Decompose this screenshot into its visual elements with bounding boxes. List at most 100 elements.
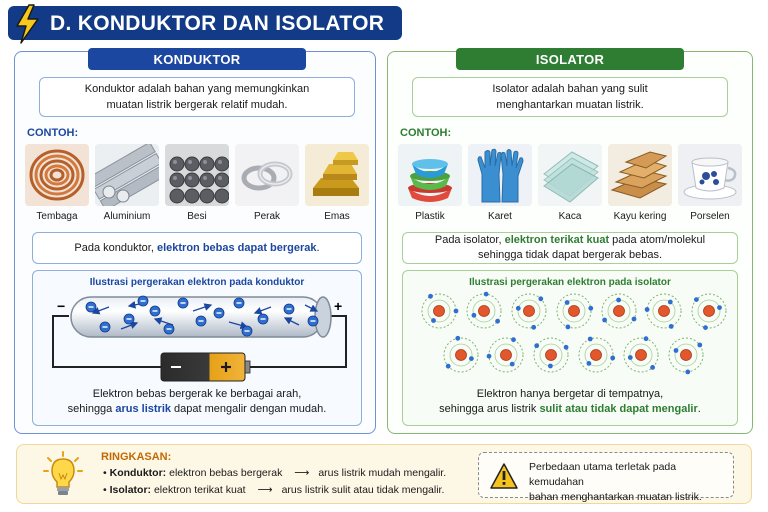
example-label: Aluminium (103, 211, 151, 222)
bound-electron (445, 363, 451, 369)
example-label: Kaca (558, 211, 582, 222)
bound-electron (667, 299, 673, 305)
isolator-illustration: Ilustrasi pergerakan elektron pada isola… (402, 270, 738, 426)
bound-electron (509, 361, 515, 367)
bound-electron (631, 316, 637, 322)
example-label: Kayu kering (613, 211, 667, 222)
bound-electron-atoms-diagram (421, 291, 727, 375)
example-perak: Perak (235, 144, 299, 222)
example-porselen: Porselen (678, 144, 742, 222)
nucleus (568, 305, 580, 317)
isolator-panel: ISOLATOR Isolator adalah bahan yang suli… (387, 48, 753, 434)
nucleus (545, 349, 557, 361)
konduktor-heading: KONDUKTOR (88, 48, 306, 70)
title-banner: D. KONDUKTOR DAN ISOLATOR (8, 4, 402, 44)
bound-electron (471, 312, 477, 318)
nucleus (680, 349, 692, 361)
bound-electron (495, 318, 500, 324)
summary-item-konduktor: • Konduktor: elektron bebas bergerak ⟶ar… (103, 467, 447, 479)
nucleus (478, 305, 490, 317)
bound-electron (587, 336, 593, 342)
example-besi: Besi (165, 144, 229, 222)
bound-electron (469, 356, 474, 361)
konduktor-examples: Tembaga Aluminium (25, 144, 369, 222)
isolator-illustration-caption: Elektron hanya bergetar di tempatnya, se… (439, 388, 701, 415)
bound-electron (643, 336, 649, 342)
arrow-icon: ⟶ (257, 484, 273, 496)
porcelain-cup-image (678, 144, 742, 206)
nucleus (590, 349, 602, 361)
example-kaca: Kaca (538, 144, 602, 222)
lightning-icon (16, 4, 39, 44)
bound-electron (486, 353, 492, 359)
nucleus (703, 305, 715, 317)
konduktor-contoh-label: CONTOH: (27, 127, 79, 139)
atom-with-bound-electrons (623, 336, 659, 373)
warning-icon (490, 463, 518, 489)
bound-electron (610, 355, 616, 361)
example-tembaga: Tembaga (25, 144, 89, 222)
atom-with-bound-electrons (443, 335, 479, 373)
konduktor-note: Pada konduktor, elektron bebas dapat ber… (32, 232, 362, 264)
bound-electron (644, 307, 650, 312)
isolator-contoh-label: CONTOH: (400, 127, 452, 139)
plastic-bowls-image (398, 144, 462, 206)
bound-electron (650, 365, 655, 370)
battery-icon (160, 352, 251, 382)
example-label: Tembaga (36, 211, 78, 222)
example-label: Plastik (415, 211, 445, 222)
konduktor-illustration: Ilustrasi pergerakan elektron pada kondu… (32, 270, 362, 426)
nucleus (658, 305, 670, 317)
atom-with-bound-electrons (421, 293, 459, 329)
nucleus (500, 349, 512, 361)
konduktor-illustration-caption: Elektron bebas bergerak ke berbagai arah… (67, 388, 327, 415)
isolator-definition: Isolator adalah bahan yang sulit menghan… (412, 77, 728, 117)
bound-electron (673, 348, 679, 353)
bound-electron (455, 335, 461, 341)
dry-wood-image (608, 144, 672, 206)
bound-electron (668, 324, 674, 329)
atom-with-bound-electrons (533, 337, 569, 373)
isolator-heading: ISOLATOR (456, 48, 684, 70)
atom-with-bound-electrons (644, 293, 682, 329)
nucleus (635, 349, 647, 361)
example-emas: Emas (305, 144, 369, 222)
isolator-illustration-title: Ilustrasi pergerakan elektron pada isola… (469, 277, 671, 288)
silver-rings-image (235, 144, 299, 206)
bound-electron (588, 305, 594, 311)
nucleus (455, 349, 467, 361)
nucleus (523, 305, 535, 317)
bound-electron (563, 344, 569, 350)
isolator-note: Pada isolator, elektron terikat kuat pad… (402, 232, 738, 264)
key-difference-note: Perbedaan utama terletak pada kemudahan … (478, 452, 734, 503)
example-label: Emas (324, 211, 350, 222)
bound-electron (627, 355, 633, 360)
bound-electron (602, 317, 607, 323)
atom-with-bound-electrons (486, 337, 524, 373)
example-label: Porselen (690, 211, 730, 222)
atom-with-bound-electrons (511, 293, 547, 330)
nucleus (433, 305, 445, 317)
nucleus (613, 305, 625, 317)
bound-electron (548, 363, 553, 369)
glass-sheets-image (538, 144, 602, 206)
lightbulb-icon (43, 451, 83, 495)
rubber-gloves-image (468, 144, 532, 206)
bound-electron (511, 337, 516, 343)
bound-electron (697, 342, 703, 348)
example-aluminium: Aluminium (95, 144, 159, 222)
bound-electron (431, 318, 436, 323)
bound-electron (453, 308, 459, 314)
summary-item-isolator: • Isolator: elektron terikat kuat ⟶arus … (103, 484, 445, 496)
example-plastik: Plastik (398, 144, 462, 222)
atom-with-bound-electrons (578, 336, 616, 373)
example-karet: Karet (468, 144, 532, 222)
free-electrons (85, 295, 319, 337)
atom-with-bound-electrons (601, 293, 637, 329)
atom-with-bound-electrons (466, 291, 502, 329)
atom-with-bound-electrons (691, 293, 727, 330)
aluminium-pipes-image (95, 144, 159, 206)
atom-with-bound-electrons (556, 293, 594, 330)
negative-terminal-sign: − (57, 298, 65, 314)
bound-electron (685, 369, 691, 375)
